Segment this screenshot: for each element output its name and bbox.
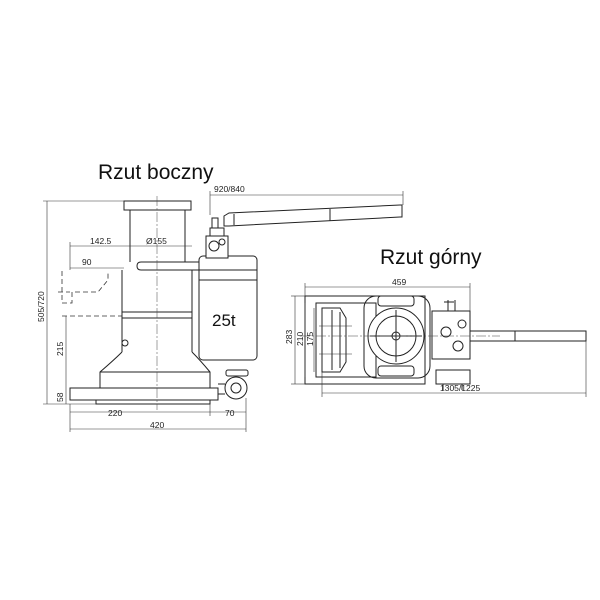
capacity-label: 25t: [212, 311, 236, 330]
dim-claw: 90: [82, 257, 92, 267]
side-view-drawing: 25t 920/840 142.5 Ø155 90: [36, 184, 404, 432]
dim-overall-width: 420: [150, 420, 164, 430]
dim-base-width: 220: [108, 408, 122, 418]
top-view-dimensions: 459 283 210 175 1305/1225: [284, 277, 587, 397]
top-view-title: Rzut górny: [380, 246, 482, 269]
dim-depth-outer: 283: [284, 330, 294, 344]
pump-top: [431, 310, 471, 360]
base-plate: [69, 387, 219, 401]
dim-handle-length: 920/840: [214, 184, 245, 194]
handle-top: [469, 330, 587, 342]
side-view-dimensions: 920/840 142.5 Ø155 90 505/720 215 58 22: [36, 184, 404, 432]
release-knob: [224, 376, 248, 400]
dim-diameter: Ø155: [146, 236, 167, 246]
dim-total-height: 505/720: [36, 291, 46, 322]
pump-reservoir: [198, 255, 258, 361]
ram-cap: [123, 200, 192, 211]
pump-handle: [223, 204, 403, 227]
dim-depth-inner: 175: [305, 332, 315, 346]
dim-overall-length: 1305/1225: [440, 383, 480, 393]
dim-pump-width: 70: [225, 408, 235, 418]
dim-top-width: 459: [392, 277, 406, 287]
dim-base-height: 58: [55, 392, 65, 402]
dim-depth-mid: 210: [295, 332, 305, 346]
side-view-title: Rzut boczny: [98, 161, 214, 184]
dim-offset: 142.5: [90, 236, 112, 246]
dim-mid-height: 215: [55, 342, 65, 356]
top-view-drawing: 459 283 210 175 1305/1225: [284, 277, 587, 397]
